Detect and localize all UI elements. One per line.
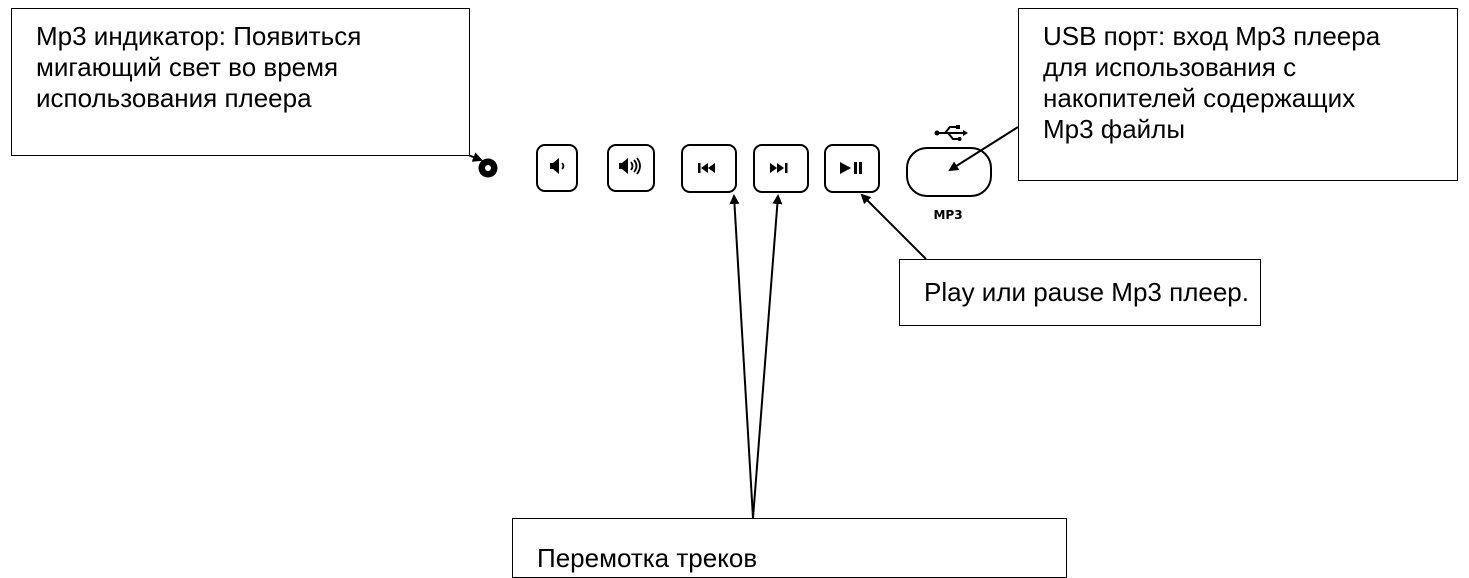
device-panel-diagram: MP3	[396, 125, 1019, 519]
callout-line: накопителей содержащих	[1043, 83, 1356, 113]
callout-line: Mp3 файлы	[1043, 114, 1186, 144]
arrow-to-play-pause	[860, 193, 927, 260]
callout-mp3-indicator: Mp3 индикатор: Появиться мигающий свет в…	[11, 8, 470, 156]
play-pause-icon	[840, 162, 862, 174]
previous-track-button[interactable]	[681, 144, 737, 193]
usb-port-label: MP3	[933, 208, 962, 222]
callout-line: Mp3 индикатор: Появиться	[36, 21, 362, 51]
arrow-to-previous-track	[729, 194, 754, 519]
callout-track-skip: Перемотка треков	[512, 518, 1067, 578]
callout-line: USB порт: вход Mp3 плеера	[1043, 21, 1381, 51]
next-track-icon	[770, 163, 788, 173]
callout-play-pause: Play или pause Mp3 плеер.	[899, 259, 1261, 326]
volume-down-button[interactable]	[536, 144, 578, 192]
volume-up-button[interactable]	[607, 144, 655, 192]
play-pause-button[interactable]	[824, 144, 880, 193]
volume-high-icon	[619, 157, 641, 175]
previous-track-icon	[698, 163, 715, 173]
callout-line: для использования с	[1043, 52, 1297, 82]
callout-line: Play или pause Mp3 плеер.	[924, 277, 1249, 307]
volume-low-icon	[550, 158, 565, 174]
callout-usb-port: USB порт: вход Mp3 плеера для использова…	[1018, 8, 1458, 181]
next-track-button[interactable]	[753, 144, 809, 193]
usb-port[interactable]	[906, 147, 992, 197]
usb-symbol-icon	[934, 125, 968, 141]
callout-line: мигающий свет во время	[36, 52, 339, 82]
arrow-to-next-track	[752, 194, 783, 519]
mp3-indicator-led	[478, 158, 498, 178]
callout-line: Перемотка треков	[537, 543, 758, 573]
callout-line: использования плеера	[36, 83, 312, 113]
arrow-to-usb-port	[948, 126, 1019, 172]
